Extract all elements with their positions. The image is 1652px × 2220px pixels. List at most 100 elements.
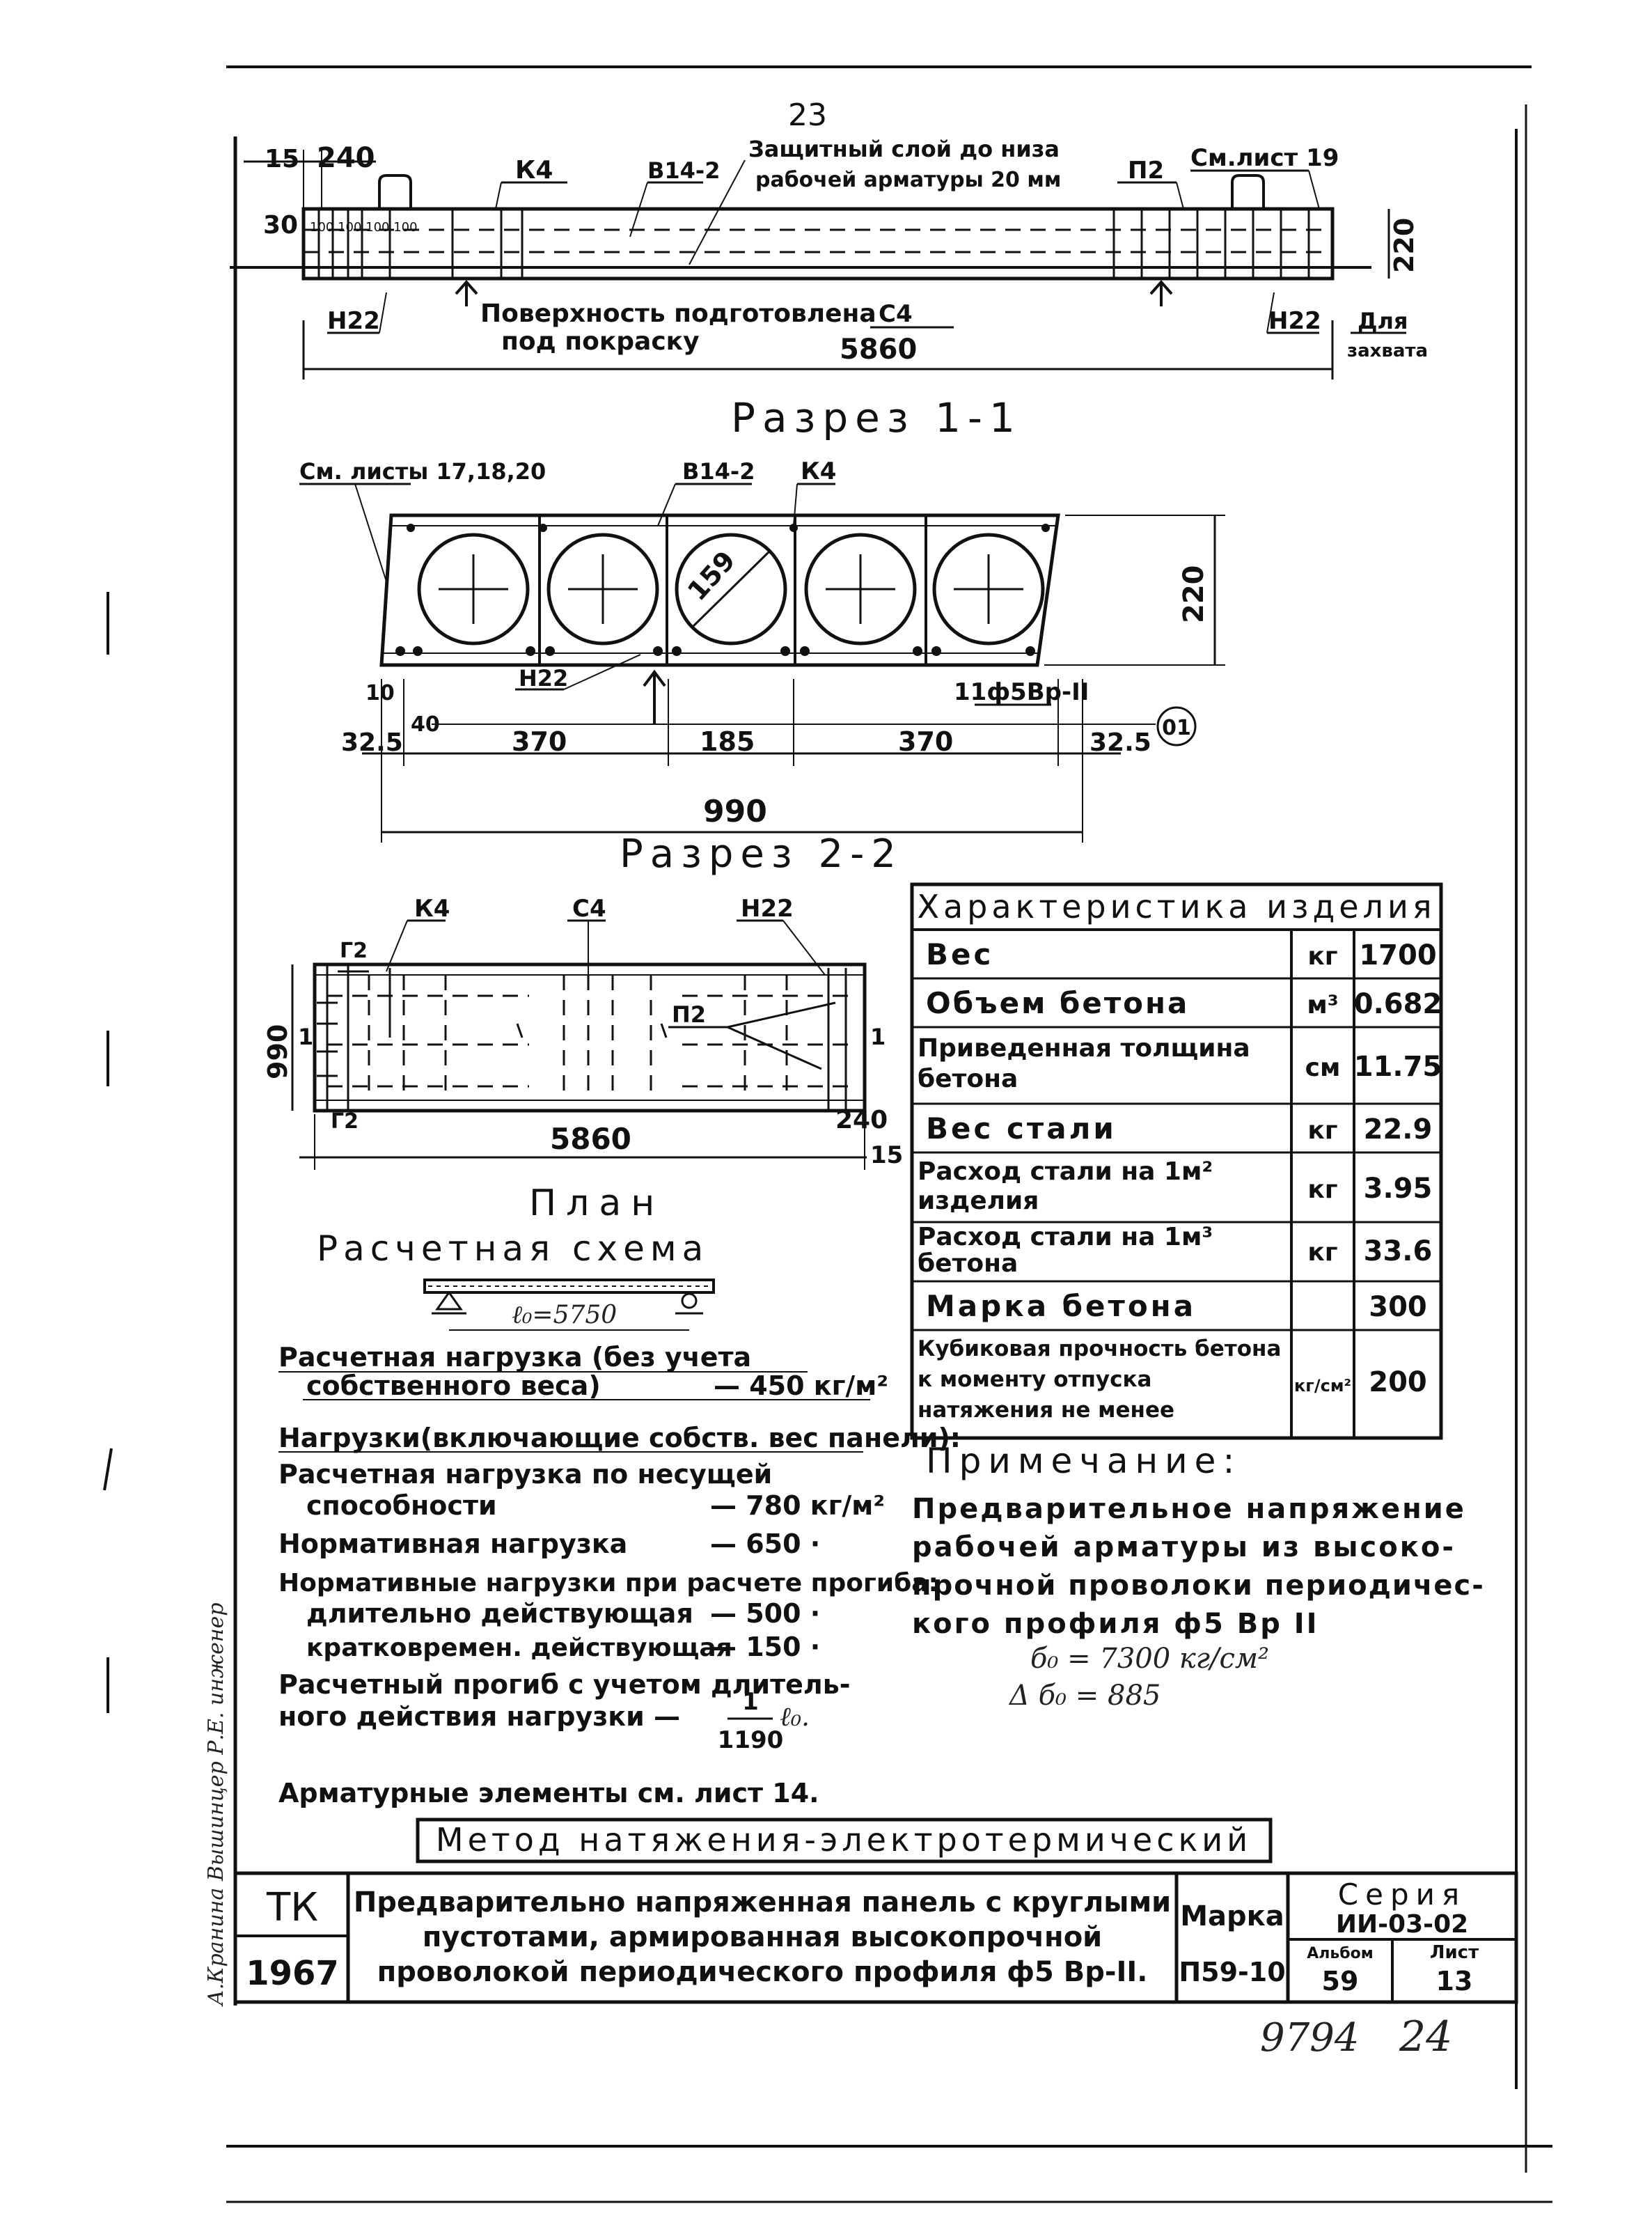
char-row-6-name-box: Расход стали на 1м³ бетона — [918, 1224, 1213, 1277]
char-row-4-unit: кг — [1307, 1116, 1337, 1145]
elevation-surface-line1: Поверхность подготовлена — [480, 299, 876, 328]
note-line1: Предварительное напряжение — [912, 1493, 1466, 1525]
section-1-label-v14: В14-2 — [682, 458, 755, 485]
section-1-title: Разрез 1-1 — [731, 394, 1022, 441]
elevation-surface-line2: под покраску — [501, 327, 700, 356]
section-1-label-n22: Н22 — [519, 665, 568, 691]
section-1-dim-32-5-right: 32.5 — [1089, 728, 1151, 757]
char-row-2-value: 0.682 — [1354, 988, 1442, 1020]
section-1-dim-32-5-left: 32.5 — [341, 728, 403, 757]
page-number: 23 — [788, 97, 827, 133]
elevation-grip-line1: Для — [1358, 308, 1408, 334]
note-line4: кого профиля ф5 Вр II — [912, 1608, 1319, 1640]
char-row-8-unit: кг/см² — [1294, 1376, 1351, 1396]
loads-line8-value: — 500 · — [710, 1598, 820, 1629]
section-2-cut-right: 1 — [870, 1024, 886, 1050]
deflection-fraction-num: 1 — [742, 1688, 759, 1716]
section-1-width-990: 990 — [703, 794, 767, 829]
section-2-label-g2-bottom: Г2 — [331, 1109, 359, 1134]
elevation-dim-240: 240 — [317, 142, 375, 174]
title-block-marka-label: Марка — [1180, 1900, 1284, 1932]
elevation-label-n22-right: Н22 — [1268, 307, 1321, 335]
char-row-2-unit: м³ — [1307, 991, 1338, 1019]
elevation-mini-dims: 100 100 100 100 — [310, 220, 418, 235]
loads-line1: Расчетная нагрузка (без учета — [278, 1342, 751, 1373]
section-2-dim-990: 990 — [262, 1024, 293, 1079]
section-1-label-k4: К4 — [801, 458, 836, 485]
char-row-1-name: Вес — [926, 937, 993, 971]
char-row-7-value: 300 — [1369, 1291, 1427, 1323]
title-block-desc-line3: проволокой периодического профиля ф5 Вр-… — [377, 1956, 1148, 1988]
section-2-2-drawing — [291, 919, 867, 1170]
loads-line6-value: — 650 · — [710, 1529, 820, 1559]
section-1-marker: 01 — [1162, 716, 1191, 740]
section-2-dim-5860: 5860 — [550, 1122, 631, 1156]
char-row-1-value: 1700 — [1359, 939, 1436, 971]
title-block-album-value: 59 — [1322, 1966, 1359, 1996]
section-2-dim-240: 240 — [835, 1106, 888, 1134]
elevation-dim-30: 30 — [263, 211, 298, 240]
section-1-dim-40: 40 — [411, 712, 440, 737]
elevation-dim-220: 220 — [1389, 218, 1419, 273]
section-2-cut-left: 1 — [298, 1024, 313, 1050]
elevation-label-k4: К4 — [515, 156, 553, 185]
loads-line3: Нагрузки(включающие собств. вес панели): — [278, 1423, 961, 1453]
section-1-height-220: 220 — [1178, 565, 1210, 624]
elevation-label-n22-left: Н22 — [327, 307, 380, 335]
section-2-label-k4: К4 — [414, 895, 450, 923]
loads-line5-value: — 780 кг/м² — [710, 1490, 885, 1521]
deflection-fraction-den: 1190 — [718, 1726, 784, 1754]
note-line3: прочной проволоки периодичес- — [912, 1570, 1485, 1602]
elevation-protect-line1: Защитный слой до низа — [748, 136, 1060, 162]
title-block-year: 1967 — [246, 1954, 339, 1993]
char-row-5-name-box: Расход стали на 1м² изделия — [918, 1157, 1213, 1215]
title-block-desc-line1: Предварительно напряженная панель с круг… — [354, 1886, 1171, 1918]
loads-line2: собственного веса) — [306, 1370, 601, 1401]
title-block-series-value: ИИ-03-02 — [1336, 1910, 1468, 1939]
char-row-5-unit: кг — [1307, 1175, 1337, 1204]
title-block-marka-value: П59-10 — [1179, 1957, 1285, 1987]
char-row-5-name: Расход стали на 1м² изделия — [918, 1157, 1213, 1215]
title-block-desc-line2: пустотами, армированная высокопрочной — [423, 1921, 1102, 1953]
archive-number: 9794 — [1260, 2015, 1360, 2061]
section-1-1-drawing — [299, 483, 1225, 843]
section-1-see-sheets: См. листы 17,18,20 — [299, 458, 546, 485]
plan-label: План — [529, 1182, 664, 1224]
elevation-view — [230, 150, 1406, 380]
char-row-3-name-box: Приведенная толщина бетона — [918, 1034, 1250, 1093]
elevation-label-c4: С4 — [879, 300, 913, 328]
section-1-rebar-callout: 11ф5Вр-II — [954, 678, 1089, 706]
calc-scheme-title: Расчетная схема — [317, 1228, 709, 1269]
characteristics-table — [910, 882, 1443, 1440]
title-block-org: ТК — [266, 1885, 318, 1930]
section-1-dim-370-right: 370 — [898, 726, 953, 757]
char-row-6-value: 33.6 — [1364, 1235, 1433, 1267]
loads-line9-value: — 150 · — [710, 1632, 820, 1662]
elevation-dim-15: 15 — [265, 145, 299, 173]
loads-block — [278, 1371, 870, 1453]
sheet-frame — [103, 65, 1552, 2203]
calc-scheme-span: ℓ₀=5750 — [512, 1301, 617, 1329]
char-row-7-name: Марка бетона — [926, 1289, 1196, 1323]
char-row-4-name: Вес стали — [926, 1111, 1117, 1146]
char-row-5-value: 3.95 — [1364, 1173, 1433, 1205]
elevation-see-sheet: См.лист 19 — [1190, 144, 1339, 172]
char-row-3-name: Приведенная толщина бетона — [918, 1034, 1250, 1093]
calc-scheme-beam — [423, 1279, 715, 1331]
loads-line6: Нормативная нагрузка — [278, 1529, 627, 1559]
loads-line8: длительно действующая — [306, 1598, 693, 1629]
section-2-label-g2-top: Г2 — [340, 939, 368, 963]
elevation-grip-line2: захвата — [1347, 341, 1428, 361]
char-row-4-value: 22.9 — [1364, 1113, 1433, 1146]
section-1-rebars — [395, 524, 1050, 656]
note-title: Примечание: — [926, 1441, 1241, 1481]
title-block-sheet-value: 13 — [1436, 1966, 1473, 1996]
elevation-right-stirrups — [1112, 209, 1310, 279]
section-2-label-p2: П2 — [672, 1001, 706, 1028]
char-row-8-name: Кубиковая прочность бетона к моменту отп… — [918, 1336, 1282, 1423]
deflection-fraction-suffix: ℓ₀. — [780, 1701, 810, 1732]
title-block — [233, 1871, 1518, 2004]
loads-line5: способности — [306, 1490, 497, 1521]
title-block-series-label: Серия — [1338, 1877, 1466, 1912]
